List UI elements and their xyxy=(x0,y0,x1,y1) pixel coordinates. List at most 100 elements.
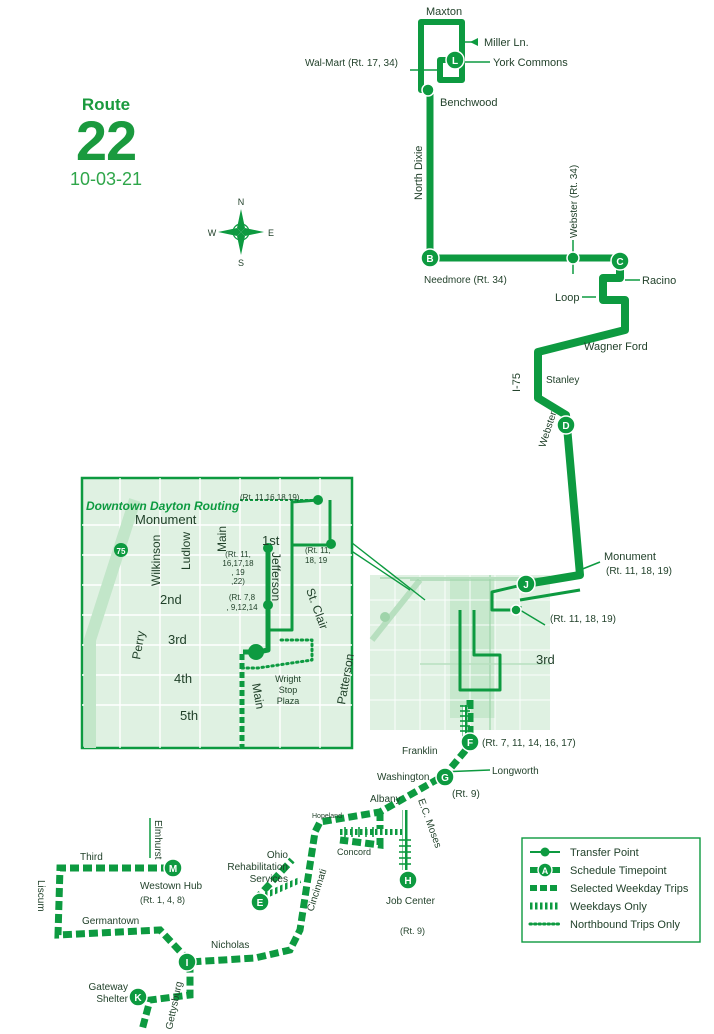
inset-routes-top: (Rt. 11,16,18,19) xyxy=(240,493,300,502)
inset-transfer-dots xyxy=(248,495,336,660)
label-3rd: 3rd xyxy=(536,652,555,667)
label-liscum: Liscum xyxy=(35,880,46,912)
inset-routes-jefferson: (Rt. 7,8, 9,12,14 xyxy=(226,593,258,612)
label-franklin-routes: (Rt. 7, 11, 14, 16, 17) xyxy=(482,738,576,749)
inset-street-3rd: 3rd xyxy=(168,632,187,647)
label-franklin: Franklin xyxy=(402,746,438,757)
miller-arrow xyxy=(470,38,478,46)
legend-northbound-label: Northbound Trips Only xyxy=(570,919,681,931)
timepoint-k: K xyxy=(128,987,148,1007)
timepoint-i: I xyxy=(177,952,197,972)
inset-street-5th: 5th xyxy=(180,708,198,723)
inset-street-jefferson: Jefferson xyxy=(269,552,283,601)
legend-transfer: Transfer Point xyxy=(530,847,639,859)
route-label: Route xyxy=(81,95,131,114)
label-webster-d: Webster xyxy=(537,410,559,449)
svg-text:M: M xyxy=(169,864,177,875)
label-rt9-g: (Rt. 9) xyxy=(452,789,480,800)
i75-shield: 75 xyxy=(117,547,126,556)
svg-text:B: B xyxy=(426,254,433,265)
svg-text:D: D xyxy=(562,421,569,432)
compass-w: W xyxy=(208,228,217,238)
label-rt-11-18-19: (Rt. 11, 18, 19) xyxy=(550,614,616,625)
label-monument-routes: (Rt. 11, 18, 19) xyxy=(606,566,672,577)
legend-timepoint-letter: A xyxy=(542,866,549,876)
label-ec-moses: E.C. Moses xyxy=(415,797,443,849)
inset-street-main-s: Main xyxy=(249,682,267,710)
label-washington: Washington xyxy=(377,772,429,783)
timepoint-g: G xyxy=(435,767,455,787)
timepoint-m: M xyxy=(163,858,183,878)
svg-text:K: K xyxy=(134,993,142,1004)
label-walmart: Wal-Mart (Rt. 17, 34) xyxy=(305,58,398,69)
label-gettysburg: Gettysburg xyxy=(164,980,185,1030)
legend: Transfer Point A Schedule Timepoint Sele… xyxy=(521,837,701,943)
label-longworth: Longworth xyxy=(492,766,539,777)
legend-northbound: Northbound Trips Only xyxy=(528,919,681,931)
route-number: 22 xyxy=(75,109,137,172)
label-germantown: Germantown xyxy=(82,916,139,927)
downtown-inset: 75 xyxy=(80,476,354,750)
label-maxton: Maxton xyxy=(426,6,462,18)
label-loop: Loop xyxy=(555,292,579,304)
legend-selected-label: Selected Weekday Trips xyxy=(570,883,689,895)
svg-text:L: L xyxy=(452,56,458,67)
timepoint-j: J xyxy=(516,574,536,594)
svg-text:F: F xyxy=(467,738,473,749)
timepoint-d: D xyxy=(556,415,576,435)
svg-text:C: C xyxy=(616,257,623,268)
label-i75: I-75 xyxy=(511,373,523,392)
label-elmhurst: Elmhurst xyxy=(152,820,163,860)
inset-street-wilkinson: Wilkinson xyxy=(149,535,163,586)
weekdays-only-ticks xyxy=(344,705,470,865)
label-york: York Commons xyxy=(493,57,568,69)
inset-labels: Downtown Dayton Routing Monument Wilkins… xyxy=(86,493,357,723)
compass-rose: N S E W xyxy=(208,197,274,268)
legend-timepoint: A Schedule Timepoint xyxy=(530,862,667,878)
label-stanley: Stanley xyxy=(546,375,579,386)
inset-title: Downtown Dayton Routing xyxy=(86,499,240,513)
timepoint-l: L xyxy=(445,50,465,70)
legend-selected: Selected Weekday Trips xyxy=(530,883,689,895)
inset-street-ludlow: Ludlow xyxy=(179,532,193,570)
legend-weekdays-label: Weekdays Only xyxy=(570,901,647,913)
label-north-dixie: North Dixie xyxy=(413,146,425,200)
label-racino: Racino xyxy=(642,275,676,287)
compass-n: N xyxy=(238,197,245,207)
label-rt9-h: (Rt. 9) xyxy=(400,926,425,936)
timepoint-c: C xyxy=(610,251,630,271)
svg-text:G: G xyxy=(441,773,449,784)
label-benchwood: Benchwood xyxy=(440,97,498,109)
timepoint-h: H xyxy=(398,870,418,890)
inset-street-4th: 4th xyxy=(174,671,192,686)
legend-transfer-label: Transfer Point xyxy=(570,847,639,859)
compass-e: E xyxy=(268,228,274,238)
label-monument: Monument xyxy=(604,551,656,563)
label-job-center: Job Center xyxy=(386,896,436,907)
legend-timepoint-label: Schedule Timepoint xyxy=(570,865,667,877)
svg-text:E: E xyxy=(257,898,264,909)
svg-text:I: I xyxy=(186,958,189,969)
timepoint-e: E xyxy=(250,892,270,912)
svg-text:J: J xyxy=(523,580,529,591)
inset-routes-main: (Rt. 11,16,17,18, 19,22) xyxy=(222,550,254,586)
inset-street-monument: Monument xyxy=(135,512,197,527)
downtown-area xyxy=(369,575,550,730)
label-nicholas: Nicholas xyxy=(211,940,249,951)
label-albany: Albany xyxy=(370,794,401,805)
inset-street-1st: 1st xyxy=(262,533,280,548)
timepoint-f: F xyxy=(460,732,480,752)
svg-text:H: H xyxy=(404,876,411,887)
timepoints: L B C D J F G H E M I K xyxy=(128,50,630,1007)
timepoint-b: B xyxy=(420,248,440,268)
label-westown: Westown Hub xyxy=(140,881,203,892)
label-third-w: Third xyxy=(80,852,103,863)
label-wagner: Wagner Ford xyxy=(584,341,648,353)
route-header: Route 22 10-03-21 xyxy=(58,96,154,190)
label-miller: Miller Ln. xyxy=(484,37,529,49)
route-date: 10-03-21 xyxy=(69,169,143,189)
